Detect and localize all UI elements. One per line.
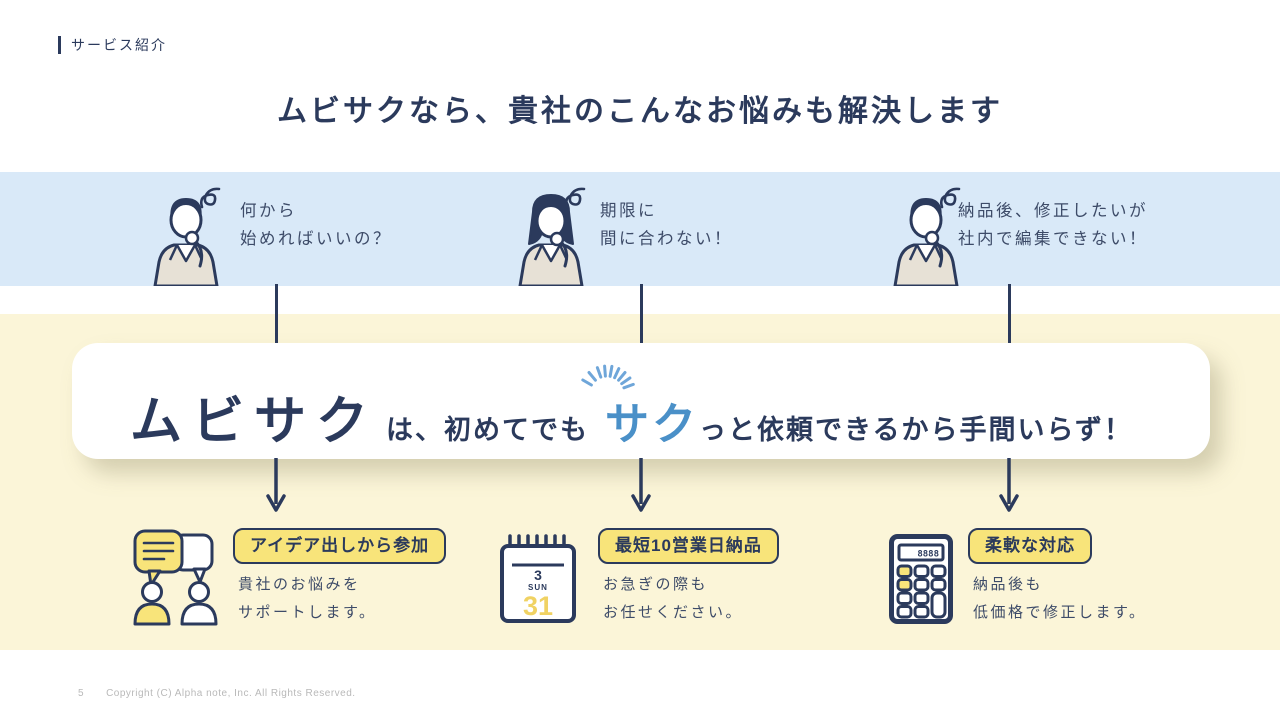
banner-connector-text: は、初めてでも xyxy=(386,415,590,445)
eyebrow-label: サービス紹介 xyxy=(58,36,167,54)
feature-3-badge: 柔軟な対応 xyxy=(968,528,1092,564)
thinking-man-illustration xyxy=(153,198,219,286)
calendar-icon: 3 SUN 31 xyxy=(500,534,576,623)
confusion-squiggle-icon xyxy=(564,187,586,209)
concern-1-text: 何から 始めればいいの？ xyxy=(240,197,392,253)
sparkle-rays-icon xyxy=(581,364,635,390)
feature-3-line1: 納品後も xyxy=(973,576,1044,593)
down-arrow-icon xyxy=(631,458,651,512)
feature-2-badge: 最短10営業日納品 xyxy=(598,528,779,564)
confusion-squiggle-icon xyxy=(939,187,961,209)
copyright-text: Copyright (C) Alpha note, Inc. All Right… xyxy=(106,688,356,699)
chat-people-icon xyxy=(133,529,218,626)
calendar-day: 31 xyxy=(523,591,553,621)
feature-3-line2: 低価格で修正します。 xyxy=(973,604,1147,621)
concern-3-line2: 社内で編集できない！ xyxy=(958,230,1148,248)
feature-1-line1: 貴社のお悩みを xyxy=(238,576,361,593)
thinking-man-illustration xyxy=(893,198,959,286)
calendar-month: 3 xyxy=(534,567,542,583)
footer: 5 Copyright (C) Alpha note, Inc. All Rig… xyxy=(78,688,356,699)
feature-2-text: お急ぎの際も お任せください。 xyxy=(603,571,743,627)
feature-1-badge: アイデア出しから参加 xyxy=(233,528,447,564)
page-title: ムビサクなら、貴社のこんなお悩みも解決します xyxy=(277,95,1003,128)
down-arrow-icon xyxy=(266,458,286,512)
page-number: 5 xyxy=(78,688,85,699)
calendar-weekday: SUN xyxy=(528,583,548,592)
feature-3-text: 納品後も 低価格で修正します。 xyxy=(973,571,1147,627)
highlight-wrap: サク xyxy=(581,364,700,452)
concern-3-text: 納品後、修正したいが 社内で編集できない！ xyxy=(958,197,1148,253)
concern-1-line2: 始めればいいの？ xyxy=(240,230,392,248)
connector-line xyxy=(275,284,278,343)
connector-line xyxy=(1008,284,1011,343)
feature-2-line2: お任せください。 xyxy=(603,604,744,621)
concern-2-line1: 期限に xyxy=(600,202,657,220)
concern-3-line1: 納品後、修正したいが xyxy=(958,202,1148,220)
calculator-icon: 8888 xyxy=(889,534,953,624)
connector-line xyxy=(640,284,643,343)
down-arrow-icon xyxy=(999,458,1019,512)
brand-logo-text: ムビサク xyxy=(130,393,379,451)
feature-1-text: 貴社のお悩みを サポートします。 xyxy=(238,571,377,627)
feature-1-line2: サポートします。 xyxy=(238,604,377,621)
concern-2-line2: 間に合わない！ xyxy=(600,230,733,248)
solution-banner: ムビサク は、初めてでも サク っと依頼できるから手間いらず！ xyxy=(72,343,1210,459)
banner-highlight-text: サク xyxy=(605,400,700,449)
banner-tail-text: っと依頼できるから手間いらず！ xyxy=(699,415,1133,445)
confusion-squiggle-icon xyxy=(199,187,221,209)
calculator-display: 8888 xyxy=(917,550,939,560)
thinking-woman-illustration xyxy=(518,194,584,286)
feature-2-line1: お急ぎの際も xyxy=(603,576,709,593)
concern-1-line1: 何から xyxy=(240,202,297,220)
concern-2-text: 期限に 間に合わない！ xyxy=(600,197,733,253)
